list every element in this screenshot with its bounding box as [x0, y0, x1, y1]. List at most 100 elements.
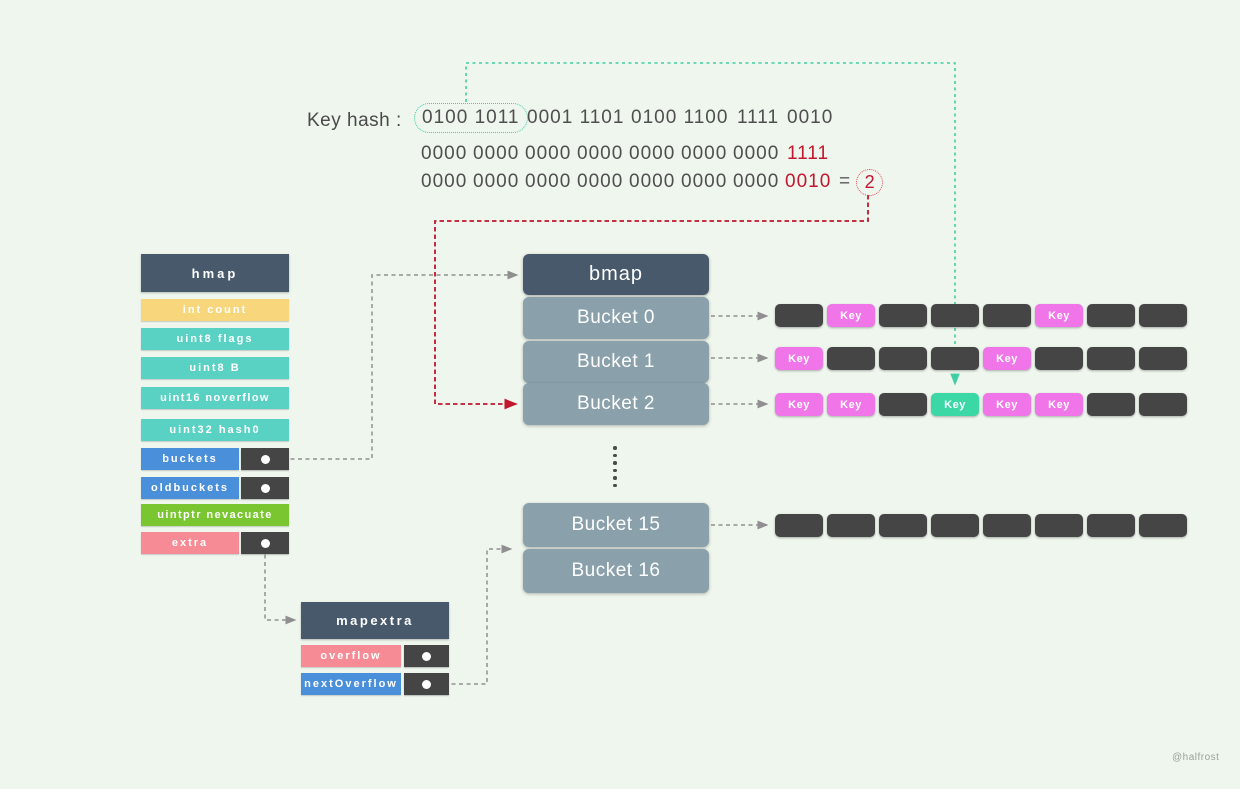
pointer-cell-overflow: [404, 645, 449, 667]
bucket-box-bucket-15: Bucket 15: [523, 503, 709, 547]
slot-cell-empty: [983, 304, 1031, 327]
mapextra-field-overflow: overflow: [301, 645, 449, 667]
slot-cell-empty: [1087, 347, 1135, 370]
slot-cell-empty: [1139, 304, 1187, 327]
hmap-field-label: uint8 flags: [141, 328, 289, 350]
hmap-field-label: buckets: [141, 448, 239, 470]
slot-cell-key: Key: [775, 347, 823, 370]
binary-group: 0000: [577, 143, 624, 164]
pointer-dot-icon: [260, 454, 270, 464]
slot-cell-key: Key: [983, 393, 1031, 416]
binary-group: 1100: [683, 107, 729, 128]
slot-cell-empty: [879, 393, 927, 416]
slot-cell-empty: [775, 514, 823, 537]
slot-cell-key: Key: [775, 393, 823, 416]
bucket-index-circle: 2: [856, 168, 884, 196]
pointer-dot-icon: [422, 651, 431, 661]
binary-group: 0000: [681, 143, 728, 164]
slot-cell-empty: [1087, 393, 1135, 416]
hmap-field-oldbuckets: oldbuckets: [141, 477, 289, 499]
bmap-header: bmap: [523, 254, 709, 295]
hmap-field-int-count: int count: [141, 299, 289, 321]
pointer-cell-extra: [241, 532, 289, 554]
binary-group: 0010: [787, 107, 834, 128]
binary-group: 0000: [473, 143, 520, 164]
binary-group: 0000: [525, 143, 572, 164]
slot-cell-key: Key: [827, 304, 875, 327]
binary-group: 0000: [629, 171, 676, 192]
mapextra-field-nextoverflow: nextOverflow: [301, 673, 449, 695]
pointer-dot-icon: [260, 538, 270, 548]
slot-cell-empty: [827, 347, 875, 370]
hmap-field-uint16-noverflow: uint16 noverflow: [141, 387, 289, 409]
slot-cell-empty: [1035, 514, 1083, 537]
hmap-field-label: uint32 hash0: [141, 419, 289, 441]
slot-cell-empty: [931, 304, 979, 327]
slot-cell-empty: [1139, 514, 1187, 537]
slot-cell-key: Key: [1035, 304, 1083, 327]
slot-cell-empty: [931, 514, 979, 537]
mapextra-header: mapextra: [301, 602, 449, 639]
hmap-field-extra: extra: [141, 532, 289, 554]
slot-cell-empty: [879, 347, 927, 370]
binary-group: 1111: [786, 143, 830, 164]
binary-group: 0000: [473, 171, 520, 192]
slot-cell-empty: [879, 514, 927, 537]
bucket-box-bucket-1: Bucket 1: [523, 341, 709, 383]
binary-group: 0000: [421, 143, 468, 164]
binary-group: 1111: [736, 107, 780, 128]
mapextra-field-label: nextOverflow: [301, 673, 401, 695]
bucket-box-bucket-0: Bucket 0: [523, 297, 709, 339]
slot-cell-empty: [775, 304, 823, 327]
hmap-field-uintptr-nevacuate: uintptr nevacuate: [141, 504, 289, 526]
slot-cell-empty: [931, 347, 979, 370]
binary-group: 0000: [733, 171, 780, 192]
binary-group: 0000: [733, 143, 780, 164]
hmap-field-uint32-hash0: uint32 hash0: [141, 419, 289, 441]
slot-cell-empty: [983, 514, 1031, 537]
binary-group: 0000: [525, 171, 572, 192]
pointer-cell-oldbuckets: [241, 477, 289, 499]
binary-group: 0001: [527, 107, 574, 128]
line-extra-to-mapextra: [264, 547, 297, 625]
pointer-dot-icon: [260, 483, 270, 493]
binary-group: 0000: [421, 171, 468, 192]
slot-cell-key: Key: [827, 393, 875, 416]
hmap-field-uint8-b: uint8 B: [141, 357, 289, 379]
binary-group: 1011: [474, 107, 520, 128]
hmap-field-label: uintptr nevacuate: [141, 504, 289, 526]
watermark: @halfrost: [1172, 752, 1220, 763]
hmap-field-label: oldbuckets: [141, 477, 239, 499]
slot-cell-empty: [1087, 304, 1135, 327]
slot-cell-empty: [827, 514, 875, 537]
pointer-cell-buckets: [241, 448, 289, 470]
binary-group: 0100: [422, 107, 469, 128]
key-hash-label: Key hash :: [307, 110, 402, 131]
mapextra-field-label: overflow: [301, 645, 401, 667]
binary-group: 1101: [579, 107, 625, 128]
hmap-field-label: uint16 noverflow: [141, 387, 289, 409]
hmap-field-label: uint8 B: [141, 357, 289, 379]
binary-group: 0000: [629, 143, 676, 164]
slot-cell-empty: [879, 304, 927, 327]
hmap-field-buckets: buckets: [141, 448, 289, 470]
slot-cell-empty: [1139, 347, 1187, 370]
binary-group: 0000: [681, 171, 728, 192]
binary-group: 0010: [785, 171, 832, 192]
hmap-header: hmap: [141, 254, 289, 292]
bucket-box-bucket-2: Bucket 2: [523, 383, 709, 425]
slot-cell-key: Key: [931, 393, 979, 416]
binary-group: 0100: [631, 107, 678, 128]
hmap-field-label: extra: [141, 532, 239, 554]
binary-group: 0000: [577, 171, 624, 192]
slot-cell-key: Key: [983, 347, 1031, 370]
line-buckets-to-bmap: [268, 270, 519, 460]
pointer-dot-icon: [422, 679, 431, 689]
